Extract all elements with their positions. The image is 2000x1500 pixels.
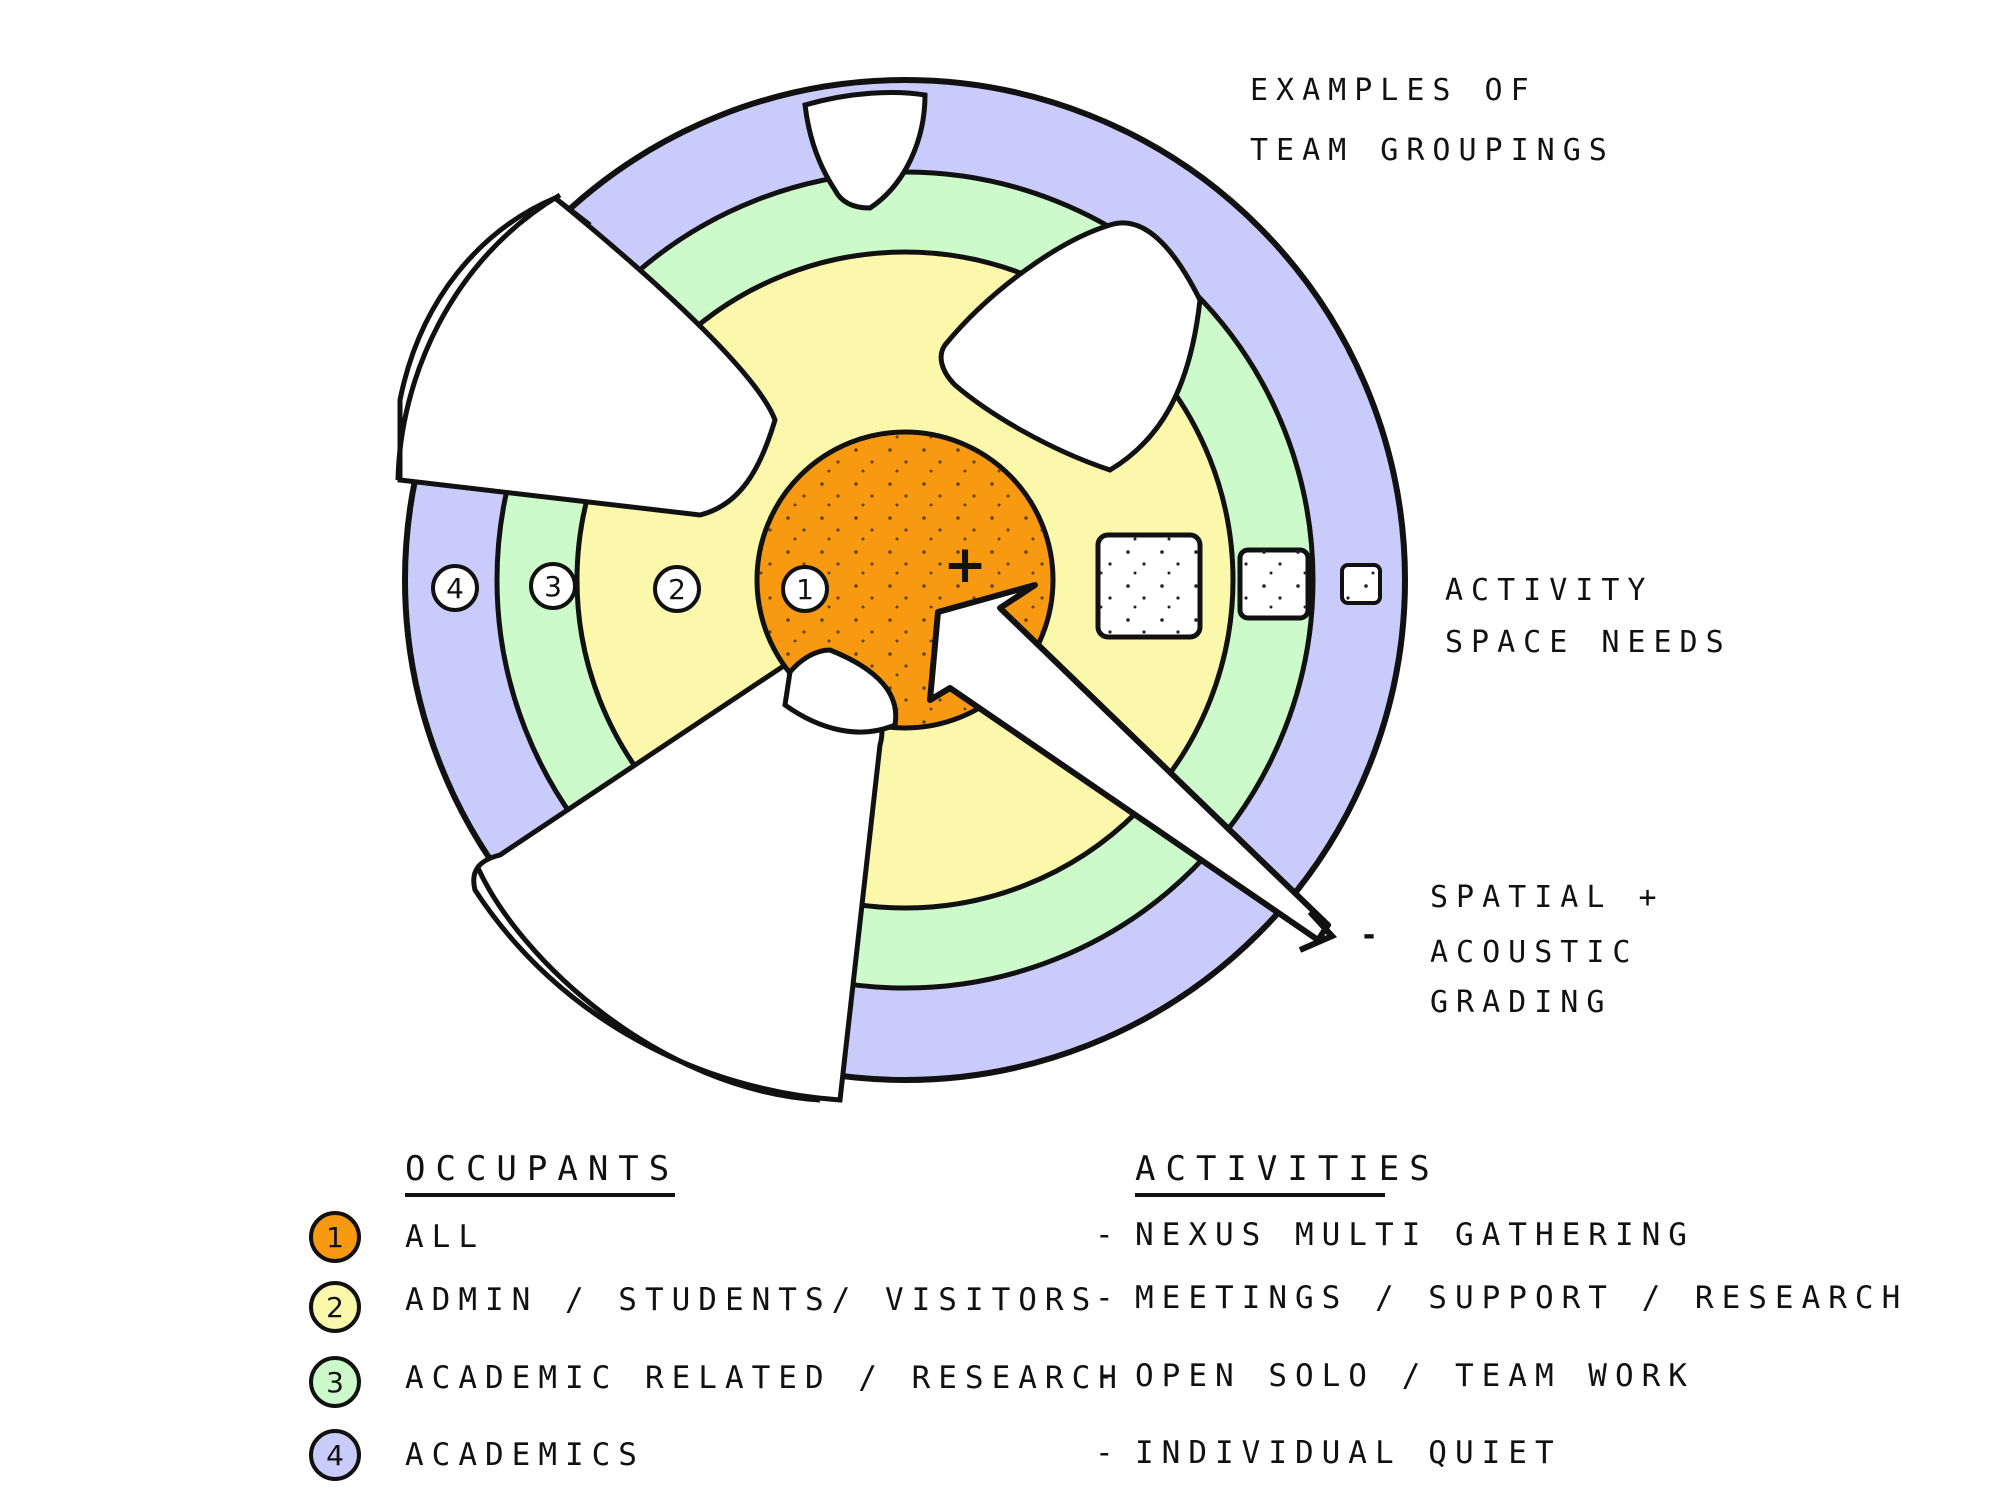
legend-occupants-3: ACADEMIC RELATED / RESEARCH — [405, 1360, 1125, 1396]
center-plus-symbol: + — [943, 535, 987, 595]
svg-text:3: 3 — [544, 570, 562, 603]
legend-badge-4 — [309, 1429, 361, 1481]
legend-row-4: 4 ACADEMICS - INDIVIDUAL QUIET — [309, 1429, 1562, 1481]
svg-text:1: 1 — [326, 1221, 344, 1254]
legend-activity-4: INDIVIDUAL QUIET — [1135, 1435, 1562, 1471]
legend-row-3: 3 ACADEMIC RELATED / RESEARCH - OPEN SOL… — [309, 1356, 1695, 1408]
ring-marker-2: 2 — [653, 565, 701, 613]
svg-text:2: 2 — [326, 1291, 344, 1324]
ring-marker-1: 1 — [781, 565, 829, 613]
legend-occupants-2: ADMIN / STUDENTS/ VISITORS — [405, 1282, 1098, 1318]
legend-badge-1 — [309, 1211, 361, 1263]
activity-note-line-2: SPACE NEEDS — [1445, 625, 1732, 660]
svg-text:2: 2 — [668, 573, 686, 606]
legend-bullet-3: - — [1095, 1358, 1122, 1394]
activities-heading: ACTIVITIES — [1135, 1149, 1440, 1189]
occupants-heading: OCCUPANTS — [405, 1149, 679, 1189]
legend-activity-1: NEXUS MULTI GATHERING — [1135, 1217, 1695, 1253]
activity-note-line-1: ACTIVITY — [1445, 573, 1654, 608]
team-grouping-top — [802, 89, 928, 211]
svg-text:4: 4 — [326, 1439, 344, 1472]
svg-text:3: 3 — [326, 1366, 344, 1399]
legend-activity-3: OPEN SOLO / TEAM WORK — [1135, 1358, 1695, 1394]
team-grouping-upper-left — [397, 195, 778, 518]
legend-badge-3 — [309, 1356, 361, 1408]
spatial-note-dash: - — [1360, 918, 1386, 953]
legend-bullet-4: - — [1095, 1435, 1122, 1471]
legend-row-1: 1 ALL - NEXUS MULTI GATHERING — [309, 1211, 1695, 1263]
activity-space-box-large — [1095, 532, 1203, 640]
legend-bullet-2: - — [1095, 1280, 1122, 1316]
activity-space-box-medium — [1237, 547, 1311, 621]
legend-occupants-4: ACADEMICS — [405, 1437, 645, 1473]
spatial-note-line-3: GRADING — [1430, 985, 1612, 1020]
title-line-2: TEAM GROUPINGS — [1250, 133, 1615, 168]
legend-badge-2 — [309, 1281, 361, 1333]
svg-text:4: 4 — [446, 572, 464, 605]
legend-activity-2: MEETINGS / SUPPORT / RESEARCH — [1135, 1280, 1908, 1316]
ring-marker-3: 3 — [529, 562, 577, 610]
grading-arrow-icon — [927, 582, 1338, 953]
activity-space-box-small — [1340, 563, 1382, 605]
spatial-note-line-2: ACOUSTIC — [1430, 935, 1639, 970]
title-line-1: EXAMPLES OF — [1250, 73, 1537, 108]
ring-marker-4: 4 — [431, 564, 479, 612]
legend: OCCUPANTS ACTIVITIES 1 ALL - NEXUS MULTI… — [309, 1149, 1908, 1481]
team-grouping-upper-right — [938, 220, 1203, 473]
spatial-note-line-1: SPATIAL + — [1430, 880, 1665, 915]
legend-row-2: 2 ADMIN / STUDENTS/ VISITORS - MEETINGS … — [309, 1280, 1908, 1333]
legend-occupants-1: ALL — [405, 1219, 485, 1255]
core-cut-lower-left — [782, 647, 899, 735]
legend-bullet-1: - — [1095, 1217, 1122, 1253]
svg-text:1: 1 — [796, 573, 814, 606]
